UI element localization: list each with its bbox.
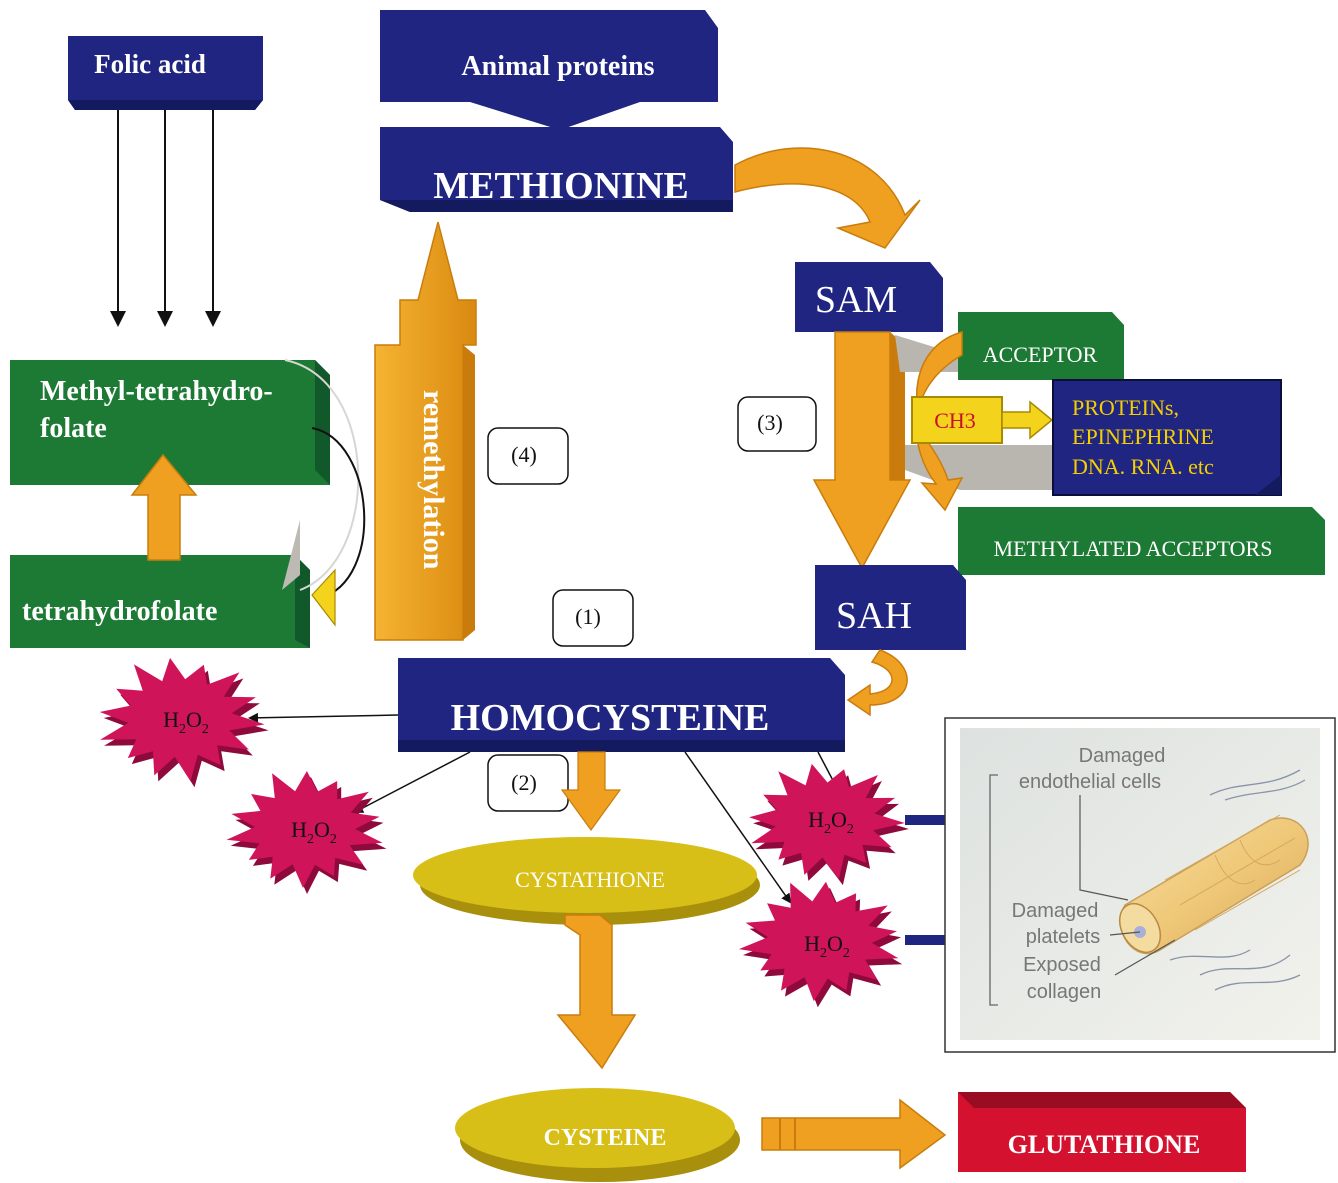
cysteine-to-glutathione-arrow <box>761 1098 947 1170</box>
step-4-badge: (4) <box>487 427 569 485</box>
folate-cycle-curve-arrow <box>282 359 366 627</box>
animal-proteins-box: Animal proteins <box>380 10 718 130</box>
animal-proteins-label: Animal proteins <box>461 51 654 82</box>
folic-acid-label: Folic acid <box>94 49 206 79</box>
targets-line-3: DNA. RNA. etc <box>1072 454 1214 479</box>
h2o2-burst-3 <box>749 763 909 886</box>
h2o2-label-2: H2O2 <box>291 817 337 847</box>
vessel-damage-inset: Damaged endothelial cells Damaged platel… <box>944 717 1336 1053</box>
folic-acid-box: Folic acid <box>68 36 263 110</box>
h2o2-burst-shape <box>99 657 265 782</box>
sah-label: SAH <box>836 595 912 637</box>
ch3-to-targets-arrow <box>1001 400 1054 440</box>
thf-box: tetrahydrofolate <box>10 555 310 648</box>
methyl-thf-box: Methyl-tetrahydro- folate <box>10 360 330 485</box>
homocysteine-to-cystathione-arrow <box>560 751 622 832</box>
h2o2-label-1: H2O2 <box>163 707 209 737</box>
targets-line-2: EPINEPHRINE <box>1072 424 1214 449</box>
thf-to-methyl-thf-arrow <box>130 453 198 561</box>
sam-label: SAM <box>815 279 897 321</box>
platelets-leader <box>1109 931 1141 936</box>
vessel-illustration <box>1118 814 1309 955</box>
step-2-badge: (2) <box>487 754 569 812</box>
glutathione-label: GLUTATHIONE <box>1008 1130 1201 1159</box>
inset-platelets-line-2: platelets <box>1026 926 1101 948</box>
inset-collagen-line-1: Exposed <box>1023 954 1101 976</box>
methyl-thf-line-2: folate <box>40 413 107 444</box>
homocysteine-label: HOMOCYSTEINE <box>451 697 770 739</box>
h2o2-burst-shape <box>226 771 383 888</box>
h2o2-label-3: H2O2 <box>808 807 854 837</box>
h2o2-burst-2 <box>226 771 387 894</box>
sah-to-homocysteine-arrow <box>846 649 908 717</box>
collagen-leader <box>1114 939 1176 976</box>
cysteine-label: CYSTEINE <box>544 1125 667 1151</box>
remethylation-arrow: remethylation <box>374 221 477 641</box>
thf-label: tetrahydrofolate <box>22 596 217 627</box>
methylated-acceptors-box: METHYLATED ACCEPTORS <box>958 507 1325 575</box>
cysteine-ellipse: CYSTEINE <box>455 1088 740 1182</box>
step-1-badge: (1) <box>552 589 634 647</box>
h2o2-burst-shape <box>749 763 905 880</box>
collagen-fibers <box>1169 769 1306 991</box>
h2o2-label-4: H2O2 <box>804 931 850 961</box>
targets-line-1: PROTEINs, <box>1072 395 1179 420</box>
ch3-box: CH3 <box>911 396 1003 444</box>
step-4-label: (4) <box>511 442 537 467</box>
step-1-label: (1) <box>575 604 601 629</box>
inset-bracket <box>989 774 998 1006</box>
endothelial-leader <box>1079 795 1129 901</box>
cystathione-to-cysteine-arrow <box>556 914 637 1070</box>
inset-damaged-line-2: endothelial cells <box>1019 771 1161 793</box>
sah-box: SAH <box>815 565 966 650</box>
glutathione-box: GLUTATHIONE <box>958 1092 1246 1172</box>
remethylation-label: remethylation <box>417 390 450 570</box>
step-3-badge: (3) <box>737 396 817 452</box>
h2o2-burst-1 <box>99 657 269 788</box>
step-2-label: (2) <box>511 770 537 795</box>
h2o2-burst-4 <box>738 881 903 1008</box>
methionine-to-sam-arrow <box>734 147 921 249</box>
methylation-targets-box: PROTEINs, EPINEPHRINE DNA. RNA. etc <box>1052 379 1282 496</box>
inset-damaged-line-1: Damaged <box>1079 745 1166 767</box>
sam-to-sah-arrow <box>812 331 912 570</box>
sam-box: SAM <box>795 262 943 332</box>
homocysteine-box: HOMOCYSTEINE <box>398 658 845 752</box>
cystathione-ellipse: CYSTATHIONE <box>413 837 760 925</box>
ch3-label: CH3 <box>934 408 976 433</box>
methyl-thf-line-1: Methyl-tetrahydro- <box>40 376 273 407</box>
methionine-label: METHIONINE <box>433 165 688 207</box>
inset-platelets-line-1: Damaged <box>1012 900 1099 922</box>
h2o2-burst-shape <box>738 881 899 1002</box>
methylated-acceptors-label: METHYLATED ACCEPTORS <box>994 536 1273 561</box>
step-3-label: (3) <box>757 410 783 435</box>
methionine-box: METHIONINE <box>380 127 733 212</box>
cystathione-label: CYSTATHIONE <box>515 867 665 892</box>
inset-collagen-line-2: collagen <box>1027 981 1102 1003</box>
acceptor-label: ACCEPTOR <box>983 342 1098 367</box>
acceptor-box: ACCEPTOR <box>958 312 1124 380</box>
folic-acid-arrows <box>110 110 221 327</box>
